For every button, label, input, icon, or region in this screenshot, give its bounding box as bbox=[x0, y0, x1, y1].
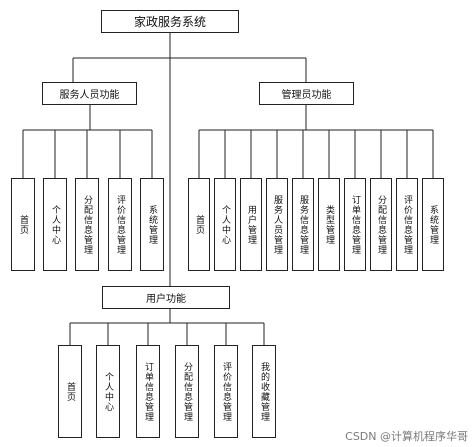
user-leaf: 首页 bbox=[58, 345, 82, 438]
admin-leaf: 订单信息管理 bbox=[344, 178, 366, 271]
service-group-label: 服务人员功能 bbox=[59, 90, 120, 101]
service-leaf: 首页 bbox=[11, 178, 35, 271]
user-leaf-label: 评价信息管理 bbox=[221, 361, 231, 422]
admin-leaf: 类型管理 bbox=[318, 178, 340, 271]
admin-leaf-label: 分配信息管理 bbox=[376, 194, 386, 255]
watermark: CSDN @计算机程序华哥 bbox=[345, 430, 468, 443]
admin-group-node: 管理员功能 bbox=[259, 82, 354, 105]
admin-leaf: 首页 bbox=[188, 178, 210, 271]
service-leaf-label: 评价信息管理 bbox=[115, 194, 125, 255]
service-leaf-label: 首页 bbox=[18, 214, 28, 235]
admin-leaf: 服务人员管理 bbox=[266, 178, 288, 271]
admin-leaf-label: 服务人员管理 bbox=[272, 194, 282, 255]
user-leaf-label: 首页 bbox=[65, 381, 75, 402]
admin-leaf-label: 个人中心 bbox=[220, 204, 230, 245]
root-label: 家政服务系统 bbox=[133, 15, 206, 29]
service-leaf-label: 个人中心 bbox=[50, 204, 60, 245]
admin-leaf-label: 用户管理 bbox=[246, 204, 256, 245]
admin-leaf-label: 评价信息管理 bbox=[402, 194, 412, 255]
admin-leaf: 分配信息管理 bbox=[370, 178, 392, 271]
user-group-label: 用户功能 bbox=[146, 294, 186, 305]
admin-leaf: 用户管理 bbox=[240, 178, 262, 271]
user-leaf: 分配信息管理 bbox=[175, 345, 199, 438]
admin-leaf-label: 类型管理 bbox=[324, 204, 334, 245]
admin-leaf: 评价信息管理 bbox=[396, 178, 418, 271]
admin-leaf-label: 系统管理 bbox=[428, 204, 438, 245]
service-group-node: 服务人员功能 bbox=[42, 82, 137, 105]
user-leaf-label: 分配信息管理 bbox=[182, 361, 192, 422]
admin-leaf: 个人中心 bbox=[214, 178, 236, 271]
admin-leaf-label: 首页 bbox=[194, 214, 204, 235]
service-leaf-label: 系统管理 bbox=[147, 204, 157, 245]
user-leaf: 我的收藏管理 bbox=[252, 345, 276, 438]
service-leaf: 分配信息管理 bbox=[75, 178, 99, 271]
user-leaf-label: 个人中心 bbox=[103, 371, 113, 412]
user-leaf: 评价信息管理 bbox=[214, 345, 238, 438]
user-leaf: 订单信息管理 bbox=[136, 345, 160, 438]
service-leaf: 系统管理 bbox=[140, 178, 164, 271]
user-leaf-label: 订单信息管理 bbox=[143, 361, 153, 422]
admin-leaf-label: 订单信息管理 bbox=[350, 194, 360, 255]
user-leaf-label: 我的收藏管理 bbox=[259, 361, 269, 422]
service-leaf-label: 分配信息管理 bbox=[82, 194, 92, 255]
user-leaf: 个人中心 bbox=[96, 345, 120, 438]
user-group-node: 用户功能 bbox=[102, 286, 230, 309]
admin-leaf: 系统管理 bbox=[422, 178, 444, 271]
service-leaf: 个人中心 bbox=[43, 178, 67, 271]
service-leaf: 评价信息管理 bbox=[108, 178, 132, 271]
admin-leaf-label: 服务信息管理 bbox=[298, 194, 308, 255]
admin-group-label: 管理员功能 bbox=[281, 90, 332, 101]
root-node: 家政服务系统 bbox=[101, 10, 239, 33]
admin-leaf: 服务信息管理 bbox=[292, 178, 314, 271]
